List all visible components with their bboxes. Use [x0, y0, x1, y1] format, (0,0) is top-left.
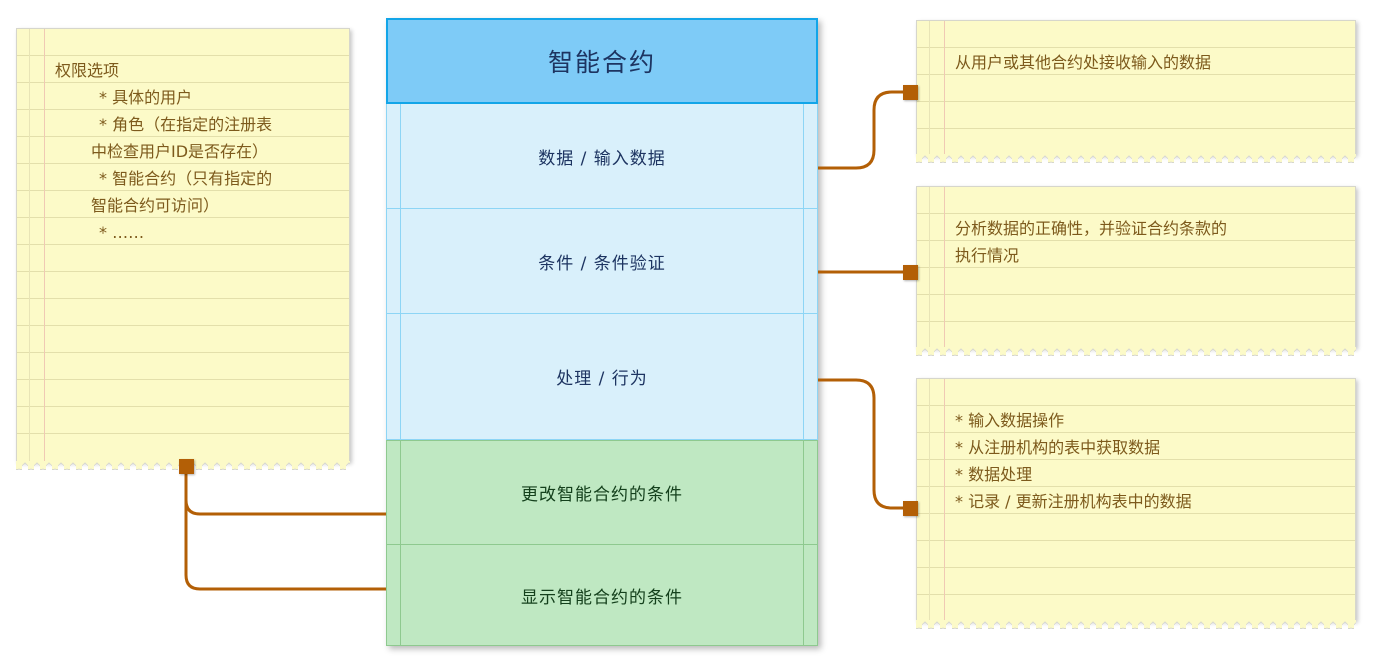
connector-data-input: [818, 90, 910, 170]
note-data-input[interactable]: 从用户或其他合约处接收输入的数据: [916, 20, 1356, 164]
note-permission-options[interactable]: 权限选项 * 具体的用户 * 角色（在指定的注册表 中检查用户ID是否存在） *…: [16, 28, 350, 471]
note-torn-edge: [916, 347, 1356, 355]
left-note-item-4: 智能合约可访问）: [91, 196, 220, 215]
connector-processing: [818, 378, 910, 510]
left-note-item-5: * ……: [99, 223, 145, 242]
note-torn-edge: [916, 620, 1356, 628]
anchor-left-note: [179, 459, 194, 474]
left-note-heading: 权限选项: [55, 61, 120, 80]
smart-contract-title-bar: 智能合约: [386, 18, 818, 104]
row-data-input[interactable]: 数据 / 输入数据: [386, 104, 818, 209]
row-label: 处理 / 行为: [556, 369, 648, 389]
row-label: 显示智能合约的条件: [521, 587, 683, 608]
row-condition-validation[interactable]: 条件 / 条件验证: [386, 209, 818, 314]
note-rule-lines: [17, 29, 349, 462]
connector-change-conditions: [184, 474, 386, 516]
left-note-item-2: 中检查用户ID是否存在）: [91, 142, 269, 161]
note2-line-1: 执行情况: [955, 246, 1020, 265]
row-label: 更改智能合约的条件: [521, 485, 683, 505]
anchor-note-processing: [903, 501, 918, 516]
row-processing-action[interactable]: 处理 / 行为: [386, 314, 818, 440]
smart-contract-box[interactable]: 智能合约 数据 / 输入数据 条件 / 条件验证 处理 / 行为 更改智能合约的…: [386, 18, 818, 646]
note-rule-lines: [917, 379, 1355, 621]
note-processing-actions[interactable]: * 输入数据操作 * 从注册机构的表中获取数据 * 数据处理 * 记录 / 更新…: [916, 378, 1356, 630]
note1-line-0: 从用户或其他合约处接收输入的数据: [955, 53, 1212, 72]
note3-line-1: * 从注册机构的表中获取数据: [955, 438, 1161, 457]
connector-show-conditions: [184, 474, 386, 591]
note3-line-2: * 数据处理: [955, 465, 1033, 484]
row-show-conditions[interactable]: 显示智能合约的条件: [386, 545, 818, 646]
left-note-item-3: * 智能合约（只有指定的: [99, 169, 273, 188]
left-note-item-1: * 角色（在指定的注册表: [99, 115, 273, 134]
note3-line-0: * 输入数据操作: [955, 411, 1065, 430]
page-title: 智能合约: [547, 48, 656, 77]
note3-line-3: * 记录 / 更新注册机构表中的数据: [955, 492, 1192, 511]
row-label: 条件 / 条件验证: [538, 253, 666, 274]
note2-line-0: 分析数据的正确性，并验证合约条款的: [955, 219, 1228, 238]
anchor-note-data-input: [903, 85, 918, 100]
note-condition-validation[interactable]: 分析数据的正确性，并验证合约条款的 执行情况: [916, 186, 1356, 357]
left-note-item-0: * 具体的用户: [99, 88, 193, 107]
note-torn-edge: [916, 154, 1356, 162]
row-label: 数据 / 输入数据: [538, 148, 666, 169]
note-rule-lines: [917, 21, 1355, 155]
row-change-conditions[interactable]: 更改智能合约的条件: [386, 440, 818, 545]
note-rule-lines: [917, 187, 1355, 348]
anchor-note-condition: [903, 265, 918, 280]
